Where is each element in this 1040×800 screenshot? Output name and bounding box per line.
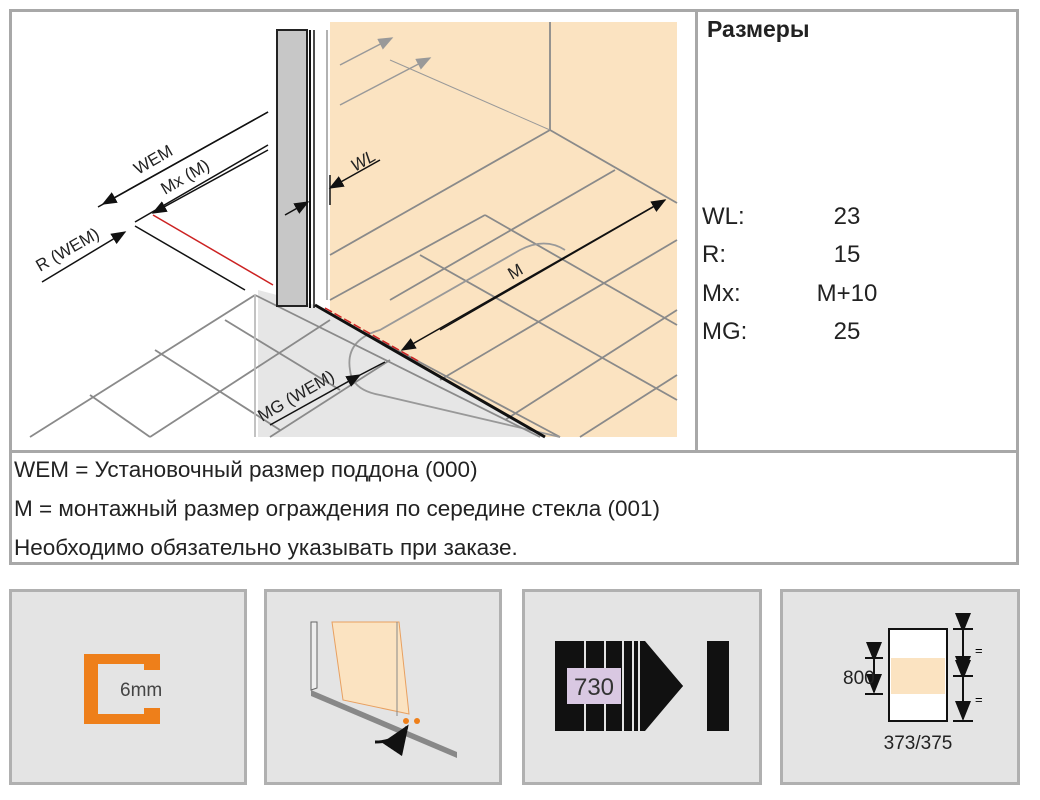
dim-value: M+10 <box>816 280 878 307</box>
tile-height-code: 730 <box>522 589 762 785</box>
divider <box>695 9 698 452</box>
dim-value: 23 <box>833 203 861 230</box>
tile-glass-thickness: 6mm <box>9 589 247 785</box>
equal-mark: = <box>975 692 983 707</box>
red-axis-line <box>152 214 274 286</box>
dim-label: MG: <box>702 318 748 345</box>
note-line: M = монтажный размер ограждения по серед… <box>14 496 660 521</box>
dimension-row: WL: 23 <box>702 203 1002 233</box>
note-line: Необходимо обязательно указывать при зак… <box>14 535 518 560</box>
label-r: R (WEM) <box>33 224 103 275</box>
glass-line <box>314 303 546 439</box>
handle-height-label: 800 <box>843 668 875 689</box>
dimension-row: R: 15 <box>702 241 1002 271</box>
handle-position-icon: = = 800 373/375 <box>843 613 983 754</box>
floor-area <box>258 290 545 437</box>
tile-handle-position: = = 800 373/375 <box>780 589 1020 785</box>
dim-label: Mx: <box>702 280 741 307</box>
height-code-label: 730 <box>574 674 614 701</box>
height-code-icon: 730 <box>555 641 729 731</box>
wall-area <box>330 22 677 437</box>
dim-value: 25 <box>833 318 861 345</box>
wall-profile <box>276 29 308 307</box>
equal-mark: = <box>975 643 983 658</box>
divider <box>9 450 1019 453</box>
tile-seal <box>264 589 502 785</box>
dim-label: R: <box>702 241 726 268</box>
label-wem: WEM <box>131 141 176 178</box>
dim-value: 15 <box>833 241 861 268</box>
seal-illustration-icon <box>310 621 457 758</box>
dim-label: WL: <box>702 203 745 230</box>
note-line: WEM = Установочный размер поддона (000) <box>14 457 478 482</box>
handle-model-label: 373/375 <box>884 733 953 754</box>
glass-thickness-label: 6mm <box>120 680 162 701</box>
dimension-row: MG: 25 <box>702 318 1002 348</box>
dimensions-title: Размеры <box>707 16 810 42</box>
profile-icon: 6mm <box>84 654 162 724</box>
dimensions-frame <box>9 9 1019 565</box>
dimension-row: Mx: M+10 <box>702 280 1002 310</box>
